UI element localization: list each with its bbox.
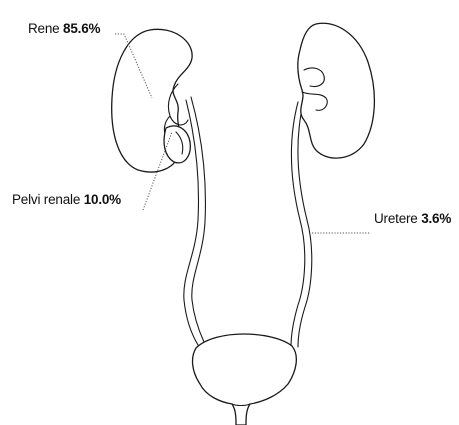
right-ureter: [291, 100, 312, 347]
bladder: [193, 334, 297, 425]
ureter-label: Uretere 3.6%: [374, 212, 451, 226]
ureter-label-value: 3.6%: [421, 211, 451, 226]
renal-pelvis-label: Pelvi renale 10.0%: [12, 193, 121, 207]
renal-pelvis-label-name: Pelvi renale: [12, 192, 80, 207]
kidney-label-name: Rene: [28, 21, 59, 36]
right-kidney: [298, 23, 375, 158]
kidney-label-value: 85.6%: [63, 21, 100, 36]
ureter-label-name: Uretere: [374, 211, 418, 226]
kidney-label: Rene 85.6%: [28, 22, 100, 36]
left-renal-pelvis: [164, 126, 190, 163]
renal-pelvis-label-value: 10.0%: [84, 192, 121, 207]
